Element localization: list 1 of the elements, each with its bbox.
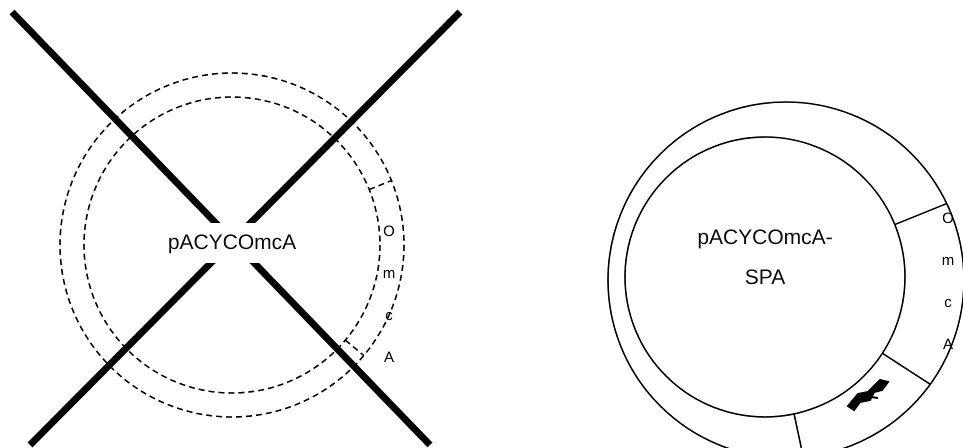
- gene-label: O m c A: [382, 222, 396, 368]
